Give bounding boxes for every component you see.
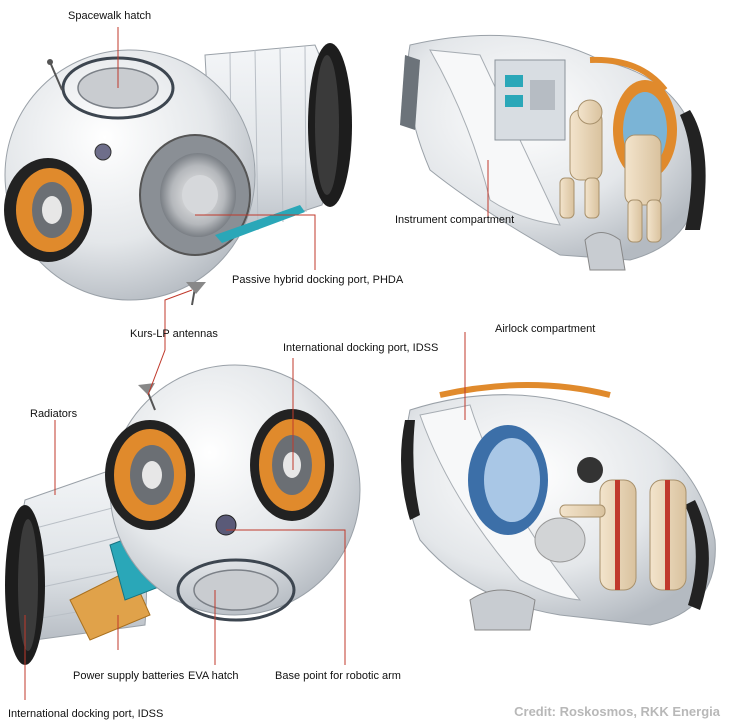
label-robotic-arm-base: Base point for robotic arm [275,670,401,682]
label-idss-top: International docking port, IDSS [283,342,439,354]
robotic-arm-grapple [215,514,237,536]
label-phda-port: Passive hybrid docking port, PHDA [232,274,404,286]
label-spacewalk-hatch: Spacewalk hatch [68,10,152,22]
eva-hatch-ring [176,558,296,622]
label-power-batteries: Power supply batteries [73,670,185,682]
label-instrument-compartment: Instrument compartment [395,214,515,226]
label-airlock-compartment: Airlock compartment [495,323,596,335]
cosmonaut-figures [559,99,662,243]
module-cutaway-top-right [400,34,706,271]
module-exterior-bottom-left [5,364,361,665]
label-idss-bottom: International docking port, IDSS [8,708,164,720]
module-exterior-top-left [4,43,352,306]
label-eva-hatch: EVA hatch [188,670,239,682]
module-cutaway-bottom-right [401,382,716,631]
cosmonaut-figures-eva [559,479,687,591]
credit-text: Credit: Roskosmos, RKK Energia [514,704,720,719]
label-kurs-antennas: Kurs-LP antennas [130,328,218,340]
callout-lines [24,27,489,700]
label-radiators: Radiators [30,408,78,420]
